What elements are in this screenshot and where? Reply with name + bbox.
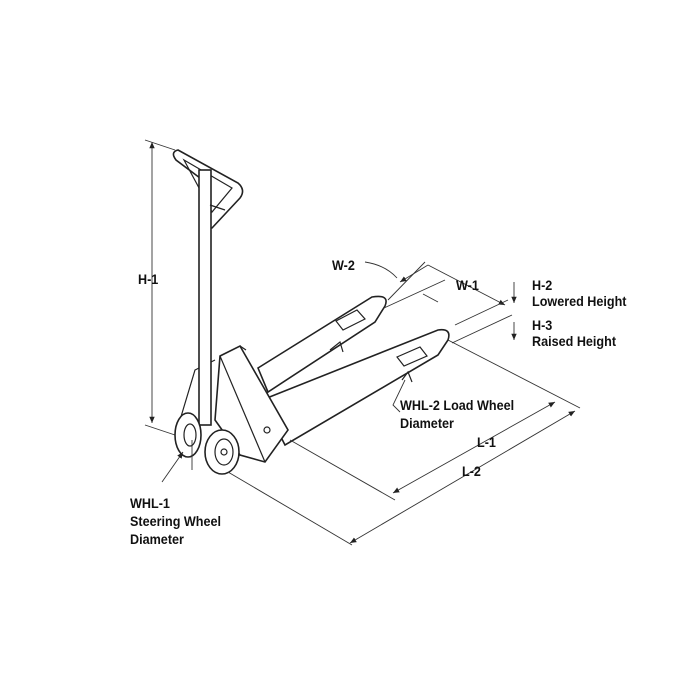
lower-fork <box>260 328 450 447</box>
whl1-label: WHL-1 <box>130 495 170 511</box>
whl2-label: WHL-2 Load Wheel <box>400 397 515 413</box>
upper-fork <box>257 295 387 394</box>
h3-label: H-3 <box>532 317 553 333</box>
whl2-description: Diameter <box>400 415 454 431</box>
whl1-description-1: Steering Wheel <box>130 513 222 529</box>
handle <box>172 149 244 426</box>
l2-label: L-2 <box>462 463 481 479</box>
l1-label: L-1 <box>477 434 496 450</box>
chassis <box>179 344 289 463</box>
h-dimension-arrows <box>451 282 517 344</box>
w1-label: W-1 <box>456 277 479 293</box>
l-dimension-lines <box>227 339 581 546</box>
h1-label: H-1 <box>138 271 159 287</box>
whl1-description-2: Diameter <box>130 531 184 547</box>
front-wheel <box>204 429 240 475</box>
whl1-leader <box>161 440 193 483</box>
h2-label: H-2 <box>532 277 553 293</box>
h3-description: Raised Height <box>532 333 617 349</box>
steering-wheel <box>174 412 202 458</box>
w2-label: W-2 <box>332 257 355 273</box>
w-dimension-lines <box>364 261 509 326</box>
h2-description: Lowered Height <box>532 293 627 309</box>
h1-dimension-line <box>144 139 191 441</box>
